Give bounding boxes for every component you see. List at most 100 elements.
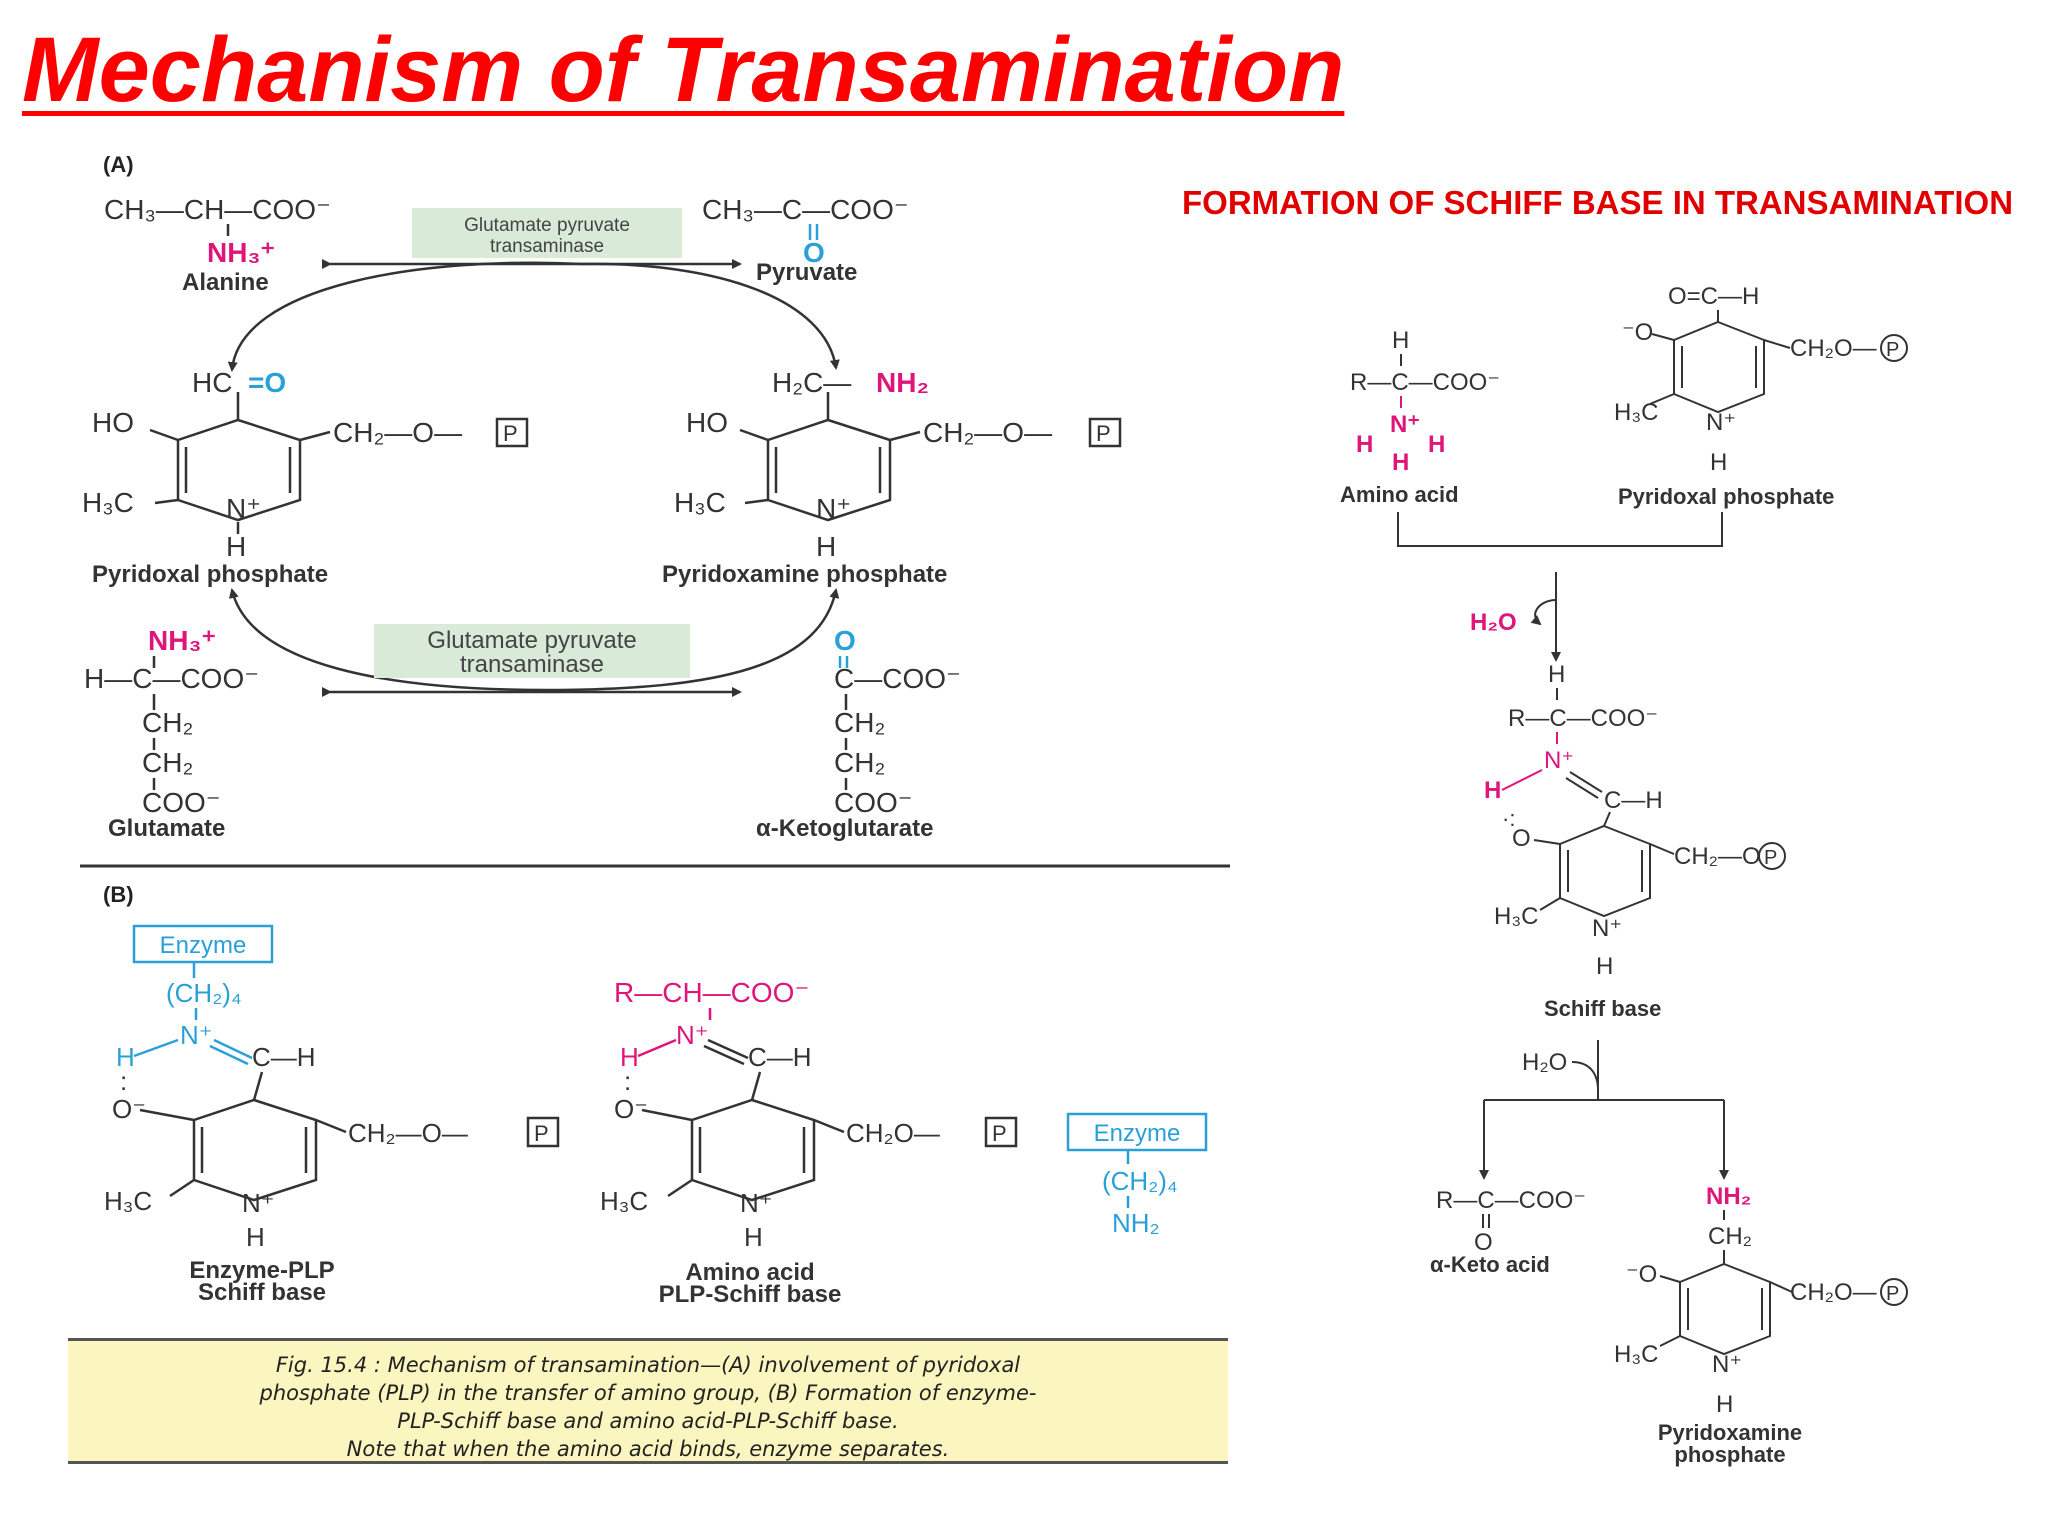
- svg-text:H₃C: H₃C: [1494, 903, 1538, 930]
- caption-line-3: PLP-Schiff base and amino acid-PLP-Schif…: [397, 1409, 899, 1433]
- schiff-base-label: Schiff base: [1544, 996, 1661, 1021]
- svg-text:P: P: [534, 1121, 549, 1146]
- glutamate-structure: NH₃⁺ H—C—COO⁻ CH₂ CH₂ COO⁻ Glutamate: [84, 625, 259, 842]
- enzyme-box-bottom: [374, 624, 690, 678]
- svg-text:CH₂O—: CH₂O—: [1790, 1279, 1877, 1306]
- svg-text:CH₂—O—: CH₂—O—: [923, 417, 1052, 448]
- amino-acid-label: Amino acid: [1340, 482, 1459, 507]
- panel-a-tag: (A): [103, 152, 134, 177]
- svg-text:N⁺: N⁺: [1592, 915, 1622, 942]
- svg-text:H: H: [1428, 431, 1445, 458]
- panel-b: (B) Enzyme (CH₂)₄ N⁺ H C—H : O⁻ CH₂—O—: [103, 882, 1208, 1308]
- svg-text:H: H: [620, 1042, 639, 1072]
- alanine-formula: CH₃—CH—COO⁻: [104, 194, 331, 225]
- svg-text:P: P: [1886, 1283, 1899, 1305]
- svg-text:H: H: [246, 1222, 265, 1252]
- svg-text:H₃C: H₃C: [674, 487, 726, 518]
- alanine-label: Alanine: [182, 269, 269, 296]
- pyruvate-label: Pyruvate: [756, 259, 857, 286]
- alanine-amino: NH₃⁺: [207, 237, 275, 268]
- svg-text:N⁺: N⁺: [1706, 409, 1736, 436]
- svg-text:O: O: [1474, 1229, 1493, 1256]
- svg-text:H₃C: H₃C: [600, 1186, 648, 1216]
- svg-text:NH₃⁺: NH₃⁺: [148, 625, 216, 656]
- svg-text:H: H: [1392, 449, 1409, 476]
- svg-text:H₃C: H₃C: [104, 1186, 152, 1216]
- svg-text:H: H: [1484, 777, 1501, 804]
- amino-acid-plp-schiff-base: R—CH—COO⁻ N⁺ H C—H : O⁻ CH₂O— P H₃C N⁺ H…: [600, 977, 1018, 1308]
- svg-text:H₂C—: H₂C—: [772, 367, 851, 398]
- keto-acid-label: α-Keto acid: [1430, 1252, 1550, 1277]
- svg-text:P: P: [1886, 339, 1899, 361]
- pyridoxamine-label-2: phosphate: [1674, 1442, 1785, 1467]
- svg-text:HO: HO: [686, 407, 728, 438]
- pyruvate-structure: CH₃—C—COO⁻ O Pyruvate: [702, 194, 909, 286]
- panel-a: (A) CH₃—CH—COO⁻ NH₃⁺ Alanine CH₃—C—COO⁻ …: [80, 152, 1230, 868]
- enzyme-bottom-line1: Glutamate pyruvate: [427, 627, 636, 654]
- svg-text:HO: HO: [92, 407, 134, 438]
- svg-text:O: O: [834, 625, 856, 656]
- svg-text:N⁺: N⁺: [1390, 411, 1420, 438]
- svg-text:H₃C: H₃C: [1614, 1341, 1658, 1368]
- svg-text:CH₂—O: CH₂—O: [1674, 843, 1761, 870]
- svg-text:R—CH—COO⁻: R—CH—COO⁻: [614, 977, 809, 1008]
- enzyme-plp-label-1: Enzyme-PLP: [189, 1257, 334, 1284]
- svg-text:⁻O: ⁻O: [1622, 319, 1653, 346]
- amino-plp-label-2: PLP-Schiff base: [659, 1281, 842, 1308]
- svg-text:CH₂: CH₂: [142, 707, 193, 738]
- svg-text:H: H: [1356, 431, 1373, 458]
- svg-text:H: H: [1392, 327, 1409, 354]
- svg-text:CH₂—O—: CH₂—O—: [348, 1118, 468, 1148]
- svg-text:C—H: C—H: [1604, 787, 1663, 814]
- keto-acid-structure: R—C—COO⁻ O α-Keto acid: [1430, 1187, 1586, 1277]
- svg-text:H₃C: H₃C: [82, 487, 134, 518]
- alanine-structure: CH₃—CH—COO⁻ NH₃⁺ Alanine: [104, 194, 331, 296]
- top-cycle-arc-right: [581, 262, 840, 370]
- svg-text:H: H: [116, 1042, 135, 1072]
- svg-text:CH₂O—: CH₂O—: [1790, 335, 1877, 362]
- svg-text:NH₂: NH₂: [1112, 1208, 1160, 1238]
- svg-text:C—H: C—H: [748, 1042, 812, 1072]
- svg-text:H: H: [226, 531, 246, 562]
- glutamate-label: Glutamate: [108, 815, 225, 842]
- schiff-base-heading: FORMATION OF SCHIFF BASE IN TRANSAMINATI…: [1182, 184, 2014, 221]
- svg-text:CH₂: CH₂: [1708, 1223, 1752, 1250]
- amino-acid-structure: H R—C—COO⁻ N⁺ H H H Amino acid: [1340, 327, 1500, 507]
- pyridoxal-phosphate-label: Pyridoxal phosphate: [1618, 484, 1834, 509]
- enzyme-plp-schiff-base: Enzyme (CH₂)₄ N⁺ H C—H : O⁻ CH₂—O— P H₃C…: [104, 924, 560, 1306]
- plp-structure: HC =O HO CH₂—O— H₃C N⁺ H P Pyridoxal pho…: [82, 367, 529, 588]
- svg-text:·:: ·:: [1502, 806, 1515, 831]
- pmp-structure: H₂C— NH₂ HO CH₂—O— H₃C N⁺ H P Pyridoxami…: [662, 367, 1122, 588]
- water-add-arrow: [1571, 1061, 1599, 1091]
- pyruvate-oxo: O: [803, 237, 825, 268]
- enzyme-box-top: [412, 208, 682, 258]
- svg-text:H: H: [1710, 449, 1727, 476]
- svg-text:P: P: [992, 1121, 1007, 1146]
- svg-text:O: O: [1512, 825, 1531, 852]
- amino-plp-label-1: Amino acid: [685, 1259, 814, 1286]
- svg-text::: :: [624, 1066, 631, 1096]
- svg-text:HC: HC: [192, 367, 232, 398]
- free-enzyme: Enzyme (CH₂)₄ NH₂: [1066, 1112, 1208, 1238]
- svg-text:P: P: [1096, 421, 1111, 446]
- svg-text:CH₂: CH₂: [834, 747, 885, 778]
- enzyme-plp-label-2: Schiff base: [198, 1279, 326, 1306]
- caption-line-2: phosphate (PLP) in the transfer of amino…: [259, 1381, 1037, 1405]
- svg-text:C—COO⁻: C—COO⁻: [834, 663, 961, 694]
- water-release-arrow: [1530, 599, 1557, 626]
- enzyme-top-line1: Glutamate pyruvate: [464, 215, 630, 236]
- svg-text:N⁺: N⁺: [242, 1188, 275, 1218]
- svg-text:NH₂: NH₂: [1706, 1183, 1751, 1210]
- schiff-base-formation: H R—C—COO⁻ N⁺ H H H Amino acid O=C—H ⁻O …: [1340, 283, 1908, 1467]
- pyridoxal-phosphate-structure: O=C—H ⁻O CH₂O— P H₃C N⁺ H Pyridoxal phos…: [1614, 283, 1908, 509]
- svg-text:(CH₂)₄: (CH₂)₄: [166, 978, 242, 1008]
- caption-line-1: Fig. 15.4 : Mechanism of transamination—…: [275, 1353, 1021, 1377]
- panel-b-tag: (B): [103, 882, 134, 907]
- ketoglutarate-structure: O C—COO⁻ CH₂ CH₂ COO⁻ α-Ketoglutarate: [756, 625, 961, 842]
- ketoglutarate-label: α-Ketoglutarate: [756, 815, 933, 842]
- svg-text:O=C—H: O=C—H: [1668, 283, 1759, 310]
- merge-lines: [1397, 512, 1723, 547]
- svg-text:C—H: C—H: [252, 1042, 316, 1072]
- svg-text:=O: =O: [248, 367, 286, 398]
- free-enzyme-label: Enzyme: [1094, 1120, 1181, 1147]
